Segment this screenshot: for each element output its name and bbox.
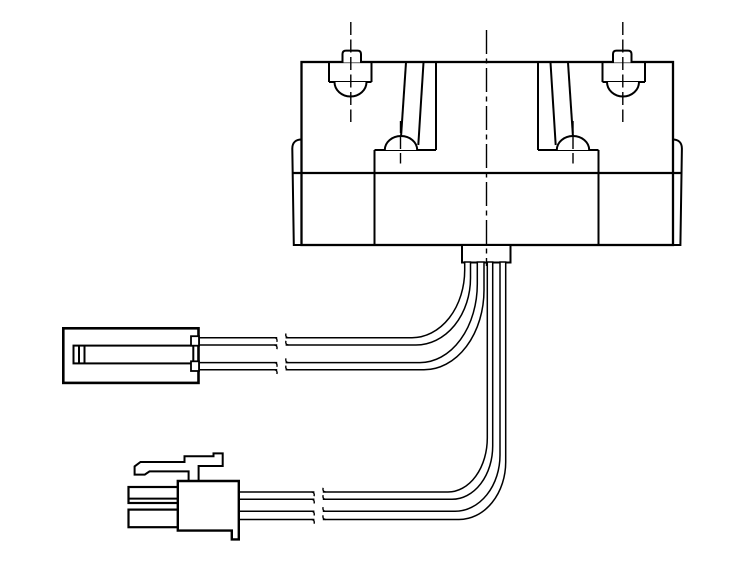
break-mark	[274, 358, 289, 375]
plug-latch	[133, 452, 224, 483]
flat-connector-body	[61, 326, 200, 385]
flat-connector	[61, 326, 200, 385]
plug-connector	[127, 452, 240, 541]
stem-left-2	[417, 62, 425, 146]
wire-breaks	[274, 331, 326, 526]
bolt-cap	[341, 49, 362, 63]
break-mark	[311, 487, 326, 504]
wire-plug-top	[235, 261, 494, 501]
stem-right-2	[549, 62, 557, 146]
stem-left-1	[399, 62, 407, 141]
plug-pin-upper	[127, 485, 180, 505]
flat-connector-slot	[72, 344, 195, 365]
break-mark	[311, 506, 326, 524]
wire-flat-top	[198, 261, 472, 346]
wires	[198, 261, 507, 521]
break-gap-mask	[277, 331, 286, 351]
break-gap-mask	[314, 505, 323, 526]
wire-entry-bottom	[190, 360, 200, 372]
wire-plug-bottom	[235, 261, 507, 521]
plug-pin-lower	[127, 508, 180, 529]
mounting-bolt-right	[601, 49, 646, 98]
break-gap-mask	[277, 356, 286, 376]
break-mark	[274, 333, 289, 350]
flange-left	[291, 138, 303, 246]
flange-right	[671, 138, 683, 246]
break-gap-mask	[314, 486, 323, 506]
wire-entry-top	[190, 335, 200, 347]
housing	[291, 60, 683, 264]
centerlines	[350, 22, 624, 266]
plug-body	[176, 479, 240, 541]
wire-flat-bottom	[198, 261, 485, 371]
